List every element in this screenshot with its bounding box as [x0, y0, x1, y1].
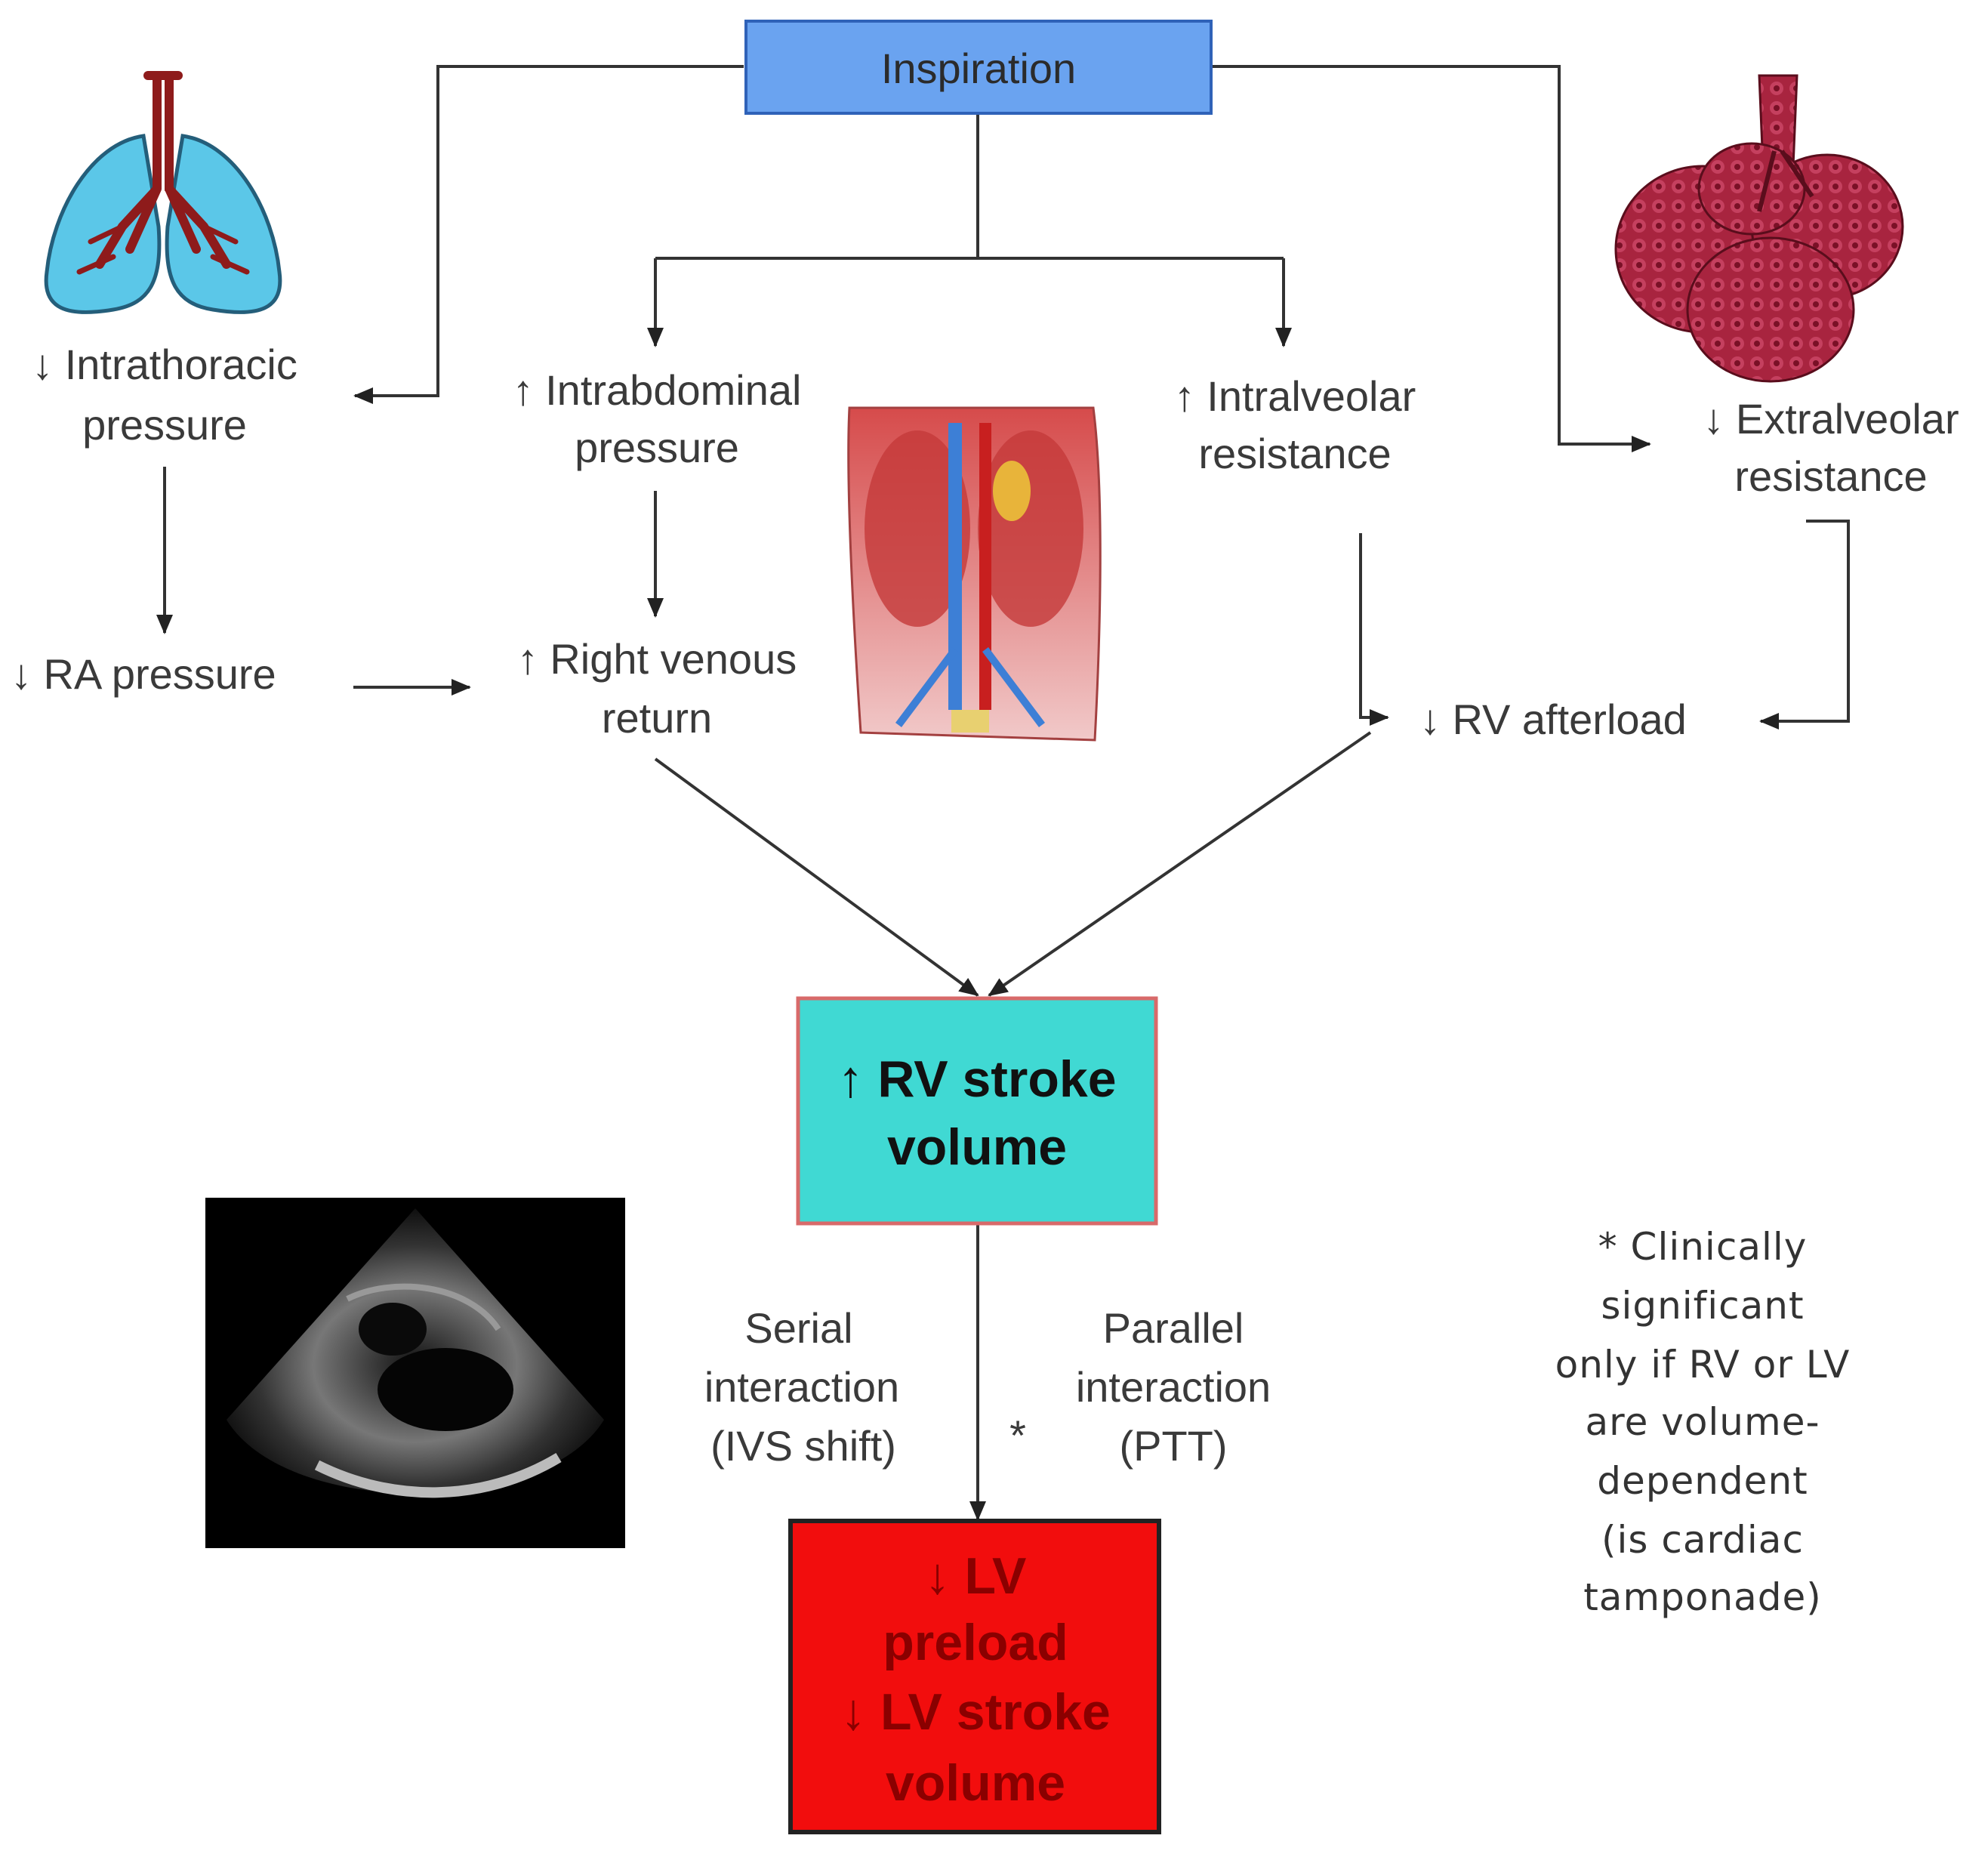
lungs-icon — [44, 71, 282, 314]
node-intrabdominal: ↑ Intrabdominal pressure — [513, 366, 802, 471]
serial-line-3: (IVS shift) — [710, 1422, 896, 1470]
abdominal-anatomy-icon — [847, 406, 1102, 742]
serial-line-1: Serial — [744, 1304, 852, 1352]
extralveolar-line-1: ↓ Extralveolar — [1703, 395, 1959, 443]
rv-afterload-label: ↓ RV afterload — [1419, 696, 1687, 743]
intrathoracic-line-2: pressure — [82, 401, 247, 449]
parallel-interaction-label: Parallel interaction (PTT) * — [1009, 1304, 1271, 1470]
rv-stroke-node: ↑ RV stroke volume — [796, 996, 1158, 1226]
lv-line-1: ↓ LV — [925, 1547, 1027, 1605]
node-rv-afterload: ↓ RV afterload — [1419, 696, 1687, 743]
note-line-6: (is cardiac — [1601, 1518, 1804, 1562]
edge-inspiration-intrathoracic — [353, 65, 744, 404]
intralveolar-line-2: resistance — [1198, 430, 1391, 477]
intrabdominal-line-1: ↑ Intrabdominal — [513, 366, 802, 414]
edge-venous-rvstroke — [654, 757, 979, 997]
intralveolar-line-1: ↑ Intralveolar — [1174, 372, 1416, 420]
node-venous-return: ↑ Right venous return — [517, 635, 797, 742]
note-line-3: only if RV or LV — [1555, 1343, 1851, 1387]
intrathoracic-line-1: ↓ Intrathoracic — [32, 341, 297, 388]
alveoli-cluster-icon — [1614, 74, 1904, 383]
venous-return-line-1: ↑ Right venous — [517, 635, 797, 683]
inspiration-node: Inspiration — [744, 20, 1213, 115]
note-line-1: * Clinically — [1598, 1225, 1808, 1269]
serial-interaction-label: Serial interaction (IVS shift) — [704, 1304, 899, 1470]
rv-stroke-line-2: volume — [887, 1118, 1067, 1176]
parallel-line-3: (PTT) — [1119, 1422, 1227, 1470]
lv-line-4: volume — [886, 1754, 1065, 1812]
echocardiogram-image — [205, 1198, 625, 1548]
lv-node: ↓ LV preload ↓ LV stroke volume — [788, 1519, 1161, 1834]
edge-afterload-rvstroke — [988, 731, 1372, 997]
note-line-5: dependent — [1597, 1459, 1808, 1503]
serial-line-2: interaction — [704, 1363, 899, 1411]
connectors — [156, 65, 1850, 1521]
parallel-line-1: Parallel — [1103, 1304, 1244, 1352]
edge-extralveolar-afterload — [1759, 520, 1850, 730]
note-line-7: tamponade) — [1583, 1575, 1822, 1619]
rv-stroke-line-1: ↑ RV stroke — [837, 1050, 1116, 1108]
intrabdominal-line-2: pressure — [575, 424, 739, 471]
edge-intralveolar-afterload — [1359, 533, 1389, 726]
lv-line-3: ↓ LV stroke — [840, 1683, 1111, 1741]
node-intrathoracic: ↓ Intrathoracic pressure — [32, 341, 297, 449]
clinical-note: * Clinically significant only if RV or L… — [1555, 1225, 1851, 1619]
node-ra-pressure: ↓ RA pressure — [11, 650, 276, 698]
extralveolar-line-2: resistance — [1734, 452, 1927, 500]
parallel-line-2: interaction — [1076, 1363, 1271, 1411]
venous-return-line-2: return — [602, 694, 712, 742]
node-extralveolar: ↓ Extralveolar resistance — [1703, 395, 1959, 500]
node-intralveolar: ↑ Intralveolar resistance — [1174, 372, 1416, 477]
inspiration-label: Inspiration — [881, 45, 1076, 92]
asterisk-marker: * — [1009, 1411, 1026, 1459]
ra-pressure-label: ↓ RA pressure — [11, 650, 276, 698]
note-line-2: significant — [1601, 1284, 1804, 1328]
lv-line-2: preload — [883, 1614, 1068, 1671]
note-line-4: are volume- — [1585, 1400, 1820, 1444]
edge-inspiration-extralveolar — [1212, 65, 1651, 452]
